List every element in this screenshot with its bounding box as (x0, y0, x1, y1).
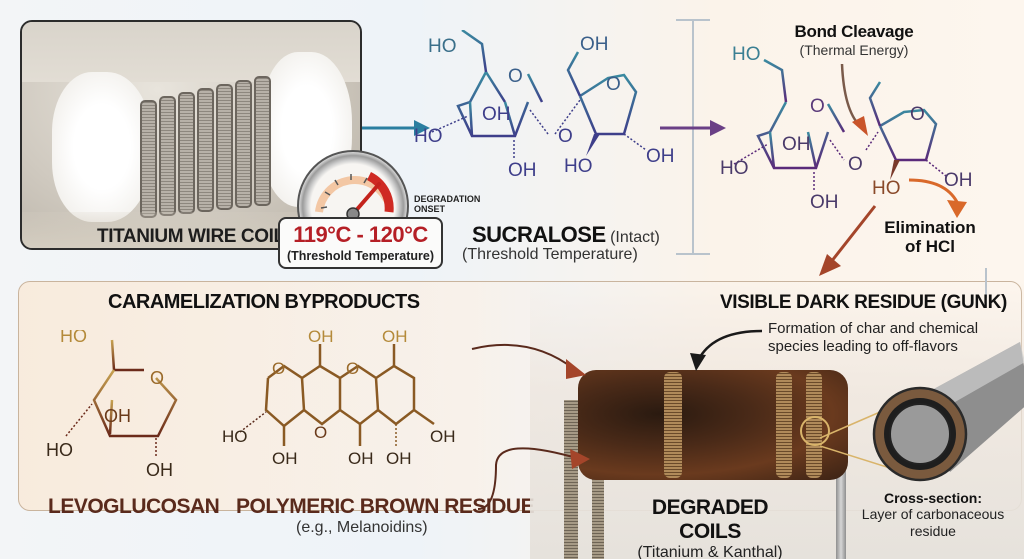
bond-cleavage-title: Bond Cleavage (794, 22, 914, 41)
titanium-coil-label: TITANIUM WIRE COIL (97, 226, 285, 247)
svg-text:OH: OH (782, 134, 811, 155)
arrow-to-gunk-icon (690, 329, 763, 371)
svg-text:HO: HO (564, 156, 593, 177)
svg-text:HO: HO (872, 178, 901, 199)
atom-ho-1: HO (428, 36, 457, 57)
coil-leg-right (836, 400, 846, 559)
levoglucosan-label: LEVOGLUCOSAN (48, 495, 220, 518)
coil-leg-left (564, 400, 578, 559)
svg-text:O: O (810, 96, 825, 117)
arrow-down-left-brown-icon (819, 205, 877, 276)
elimination-label: Elimination of HCl (880, 218, 980, 256)
degraded-coils-photo (530, 280, 1024, 559)
degradation-label-line2: ONSET (414, 204, 446, 214)
svg-text:OH: OH (386, 449, 412, 468)
gauge-dial-icon (315, 171, 394, 221)
gunk-desc-line1: Formation of char and chemical (768, 320, 979, 337)
svg-text:OH: OH (272, 449, 298, 468)
cross-section-label: Cross-section: Layer of carbonaceous res… (848, 490, 1018, 540)
sucralose-name: SUCRALOSE (472, 222, 606, 247)
cross-section-desc-line2: residue (910, 523, 956, 539)
bond-cleavage-subtitle: (Thermal Energy) (799, 42, 909, 58)
svg-text:HO: HO (732, 44, 761, 65)
svg-text:HO: HO (720, 158, 749, 179)
svg-text:OH: OH (308, 330, 334, 346)
svg-text:OH: OH (646, 146, 675, 167)
svg-text:O: O (272, 359, 285, 378)
svg-text:OH: OH (430, 427, 456, 446)
cross-section-title: Cross-section: (883, 490, 983, 506)
cross-section-desc-line1: Layer of carbonaceous (861, 506, 1005, 522)
svg-text:OH: OH (508, 160, 537, 181)
svg-text:HO: HO (60, 330, 87, 346)
polymeric-residue-sublabel: (e.g., Melanoidins) (296, 519, 428, 536)
svg-text:OH: OH (944, 170, 973, 191)
polymeric-residue-structure-diagram: OH OH O O O HO OH OH OH OH (222, 330, 456, 468)
svg-text:OH: OH (382, 330, 408, 346)
sucralose-title: SUCRALOSE (Intact) (472, 222, 660, 248)
sucralose-subtitle: (Threshold Temperature) (462, 246, 638, 263)
arrow-right-blue-icon (362, 120, 430, 136)
gunk-desc-line2: species leading to off-flavors (768, 338, 958, 355)
magnify-highlight-circle (800, 416, 830, 446)
svg-text:O: O (346, 359, 359, 378)
elimination-line1: Elimination (884, 218, 976, 237)
degraded-coils-subtitle: (Titanium & Kanthal) (637, 544, 783, 559)
svg-text:OH: OH (580, 34, 609, 55)
cotton-wick-left (52, 72, 152, 222)
svg-text:HO: HO (46, 440, 73, 460)
sucralose-intact-tag: (Intact) (610, 229, 660, 246)
svg-text:HO: HO (414, 126, 443, 147)
temperature-note: (Threshold Temperature) (286, 249, 434, 263)
svg-text:O: O (848, 154, 863, 175)
svg-text:O: O (314, 423, 327, 442)
arrow-right-purple-icon (660, 120, 726, 136)
svg-text:HO: HO (222, 427, 248, 446)
svg-text:OH: OH (348, 449, 374, 468)
arrow-cleavage-curved-icon (840, 63, 868, 136)
svg-text:O: O (910, 104, 925, 125)
elimination-line2: of HCl (904, 237, 956, 256)
arrow-to-coil-curved-icon (471, 343, 590, 510)
degradation-onset-label: DEGRADATION ONSET (414, 194, 480, 214)
titanium-coil-photo: TITANIUM WIRE COIL (20, 20, 362, 250)
temperature-range: 119°C - 120°C (293, 222, 428, 247)
polymeric-residue-label: POLYMERIC BROWN RESIDUE (236, 495, 535, 518)
cross-section-tube-icon (820, 342, 1024, 482)
bond-cleavage-label: Bond Cleavage (Thermal Energy) (786, 22, 922, 58)
svg-text:OH: OH (482, 104, 511, 125)
svg-text:O: O (508, 66, 523, 87)
threshold-temperature-box: 119°C - 120°C (Threshold Temperature) (278, 217, 443, 269)
separator-line (692, 19, 694, 253)
svg-text:OH: OH (104, 406, 131, 426)
arrow-elimination-icon (908, 178, 967, 218)
svg-text:O: O (150, 368, 164, 388)
bond-cleavage-structure-diagram: HO O OH HO OH O O HO OH (720, 44, 973, 213)
degraded-coils-label: DEGRADED COILS (Titanium & Kanthal) (620, 496, 800, 559)
coil-turn-exposed (664, 372, 682, 478)
svg-text:O: O (558, 126, 573, 147)
sucralose-structure-diagram: HO O OH HO OH O OH O HO OH (414, 30, 675, 181)
svg-text:OH: OH (146, 460, 173, 480)
degradation-label-line1: DEGRADATION (414, 194, 481, 204)
separator-bottom-cap (676, 253, 710, 255)
coil-turn-exposed-2 (776, 372, 792, 478)
levoglucosan-structure-diagram: HO O OH HO OH (46, 330, 178, 480)
degraded-coils-title: DEGRADED COILS (651, 496, 769, 543)
svg-text:OH: OH (810, 192, 839, 213)
gunk-description: Formation of char and chemical species l… (768, 320, 978, 356)
separator-top-cap (676, 19, 710, 21)
gunk-title: VISIBLE DARK RESIDUE (GUNK) (720, 292, 1007, 313)
svg-text:O: O (606, 74, 621, 95)
coil-turns (140, 70, 280, 220)
caramelization-title: CARAMELIZATION BYPRODUCTS (108, 291, 420, 313)
